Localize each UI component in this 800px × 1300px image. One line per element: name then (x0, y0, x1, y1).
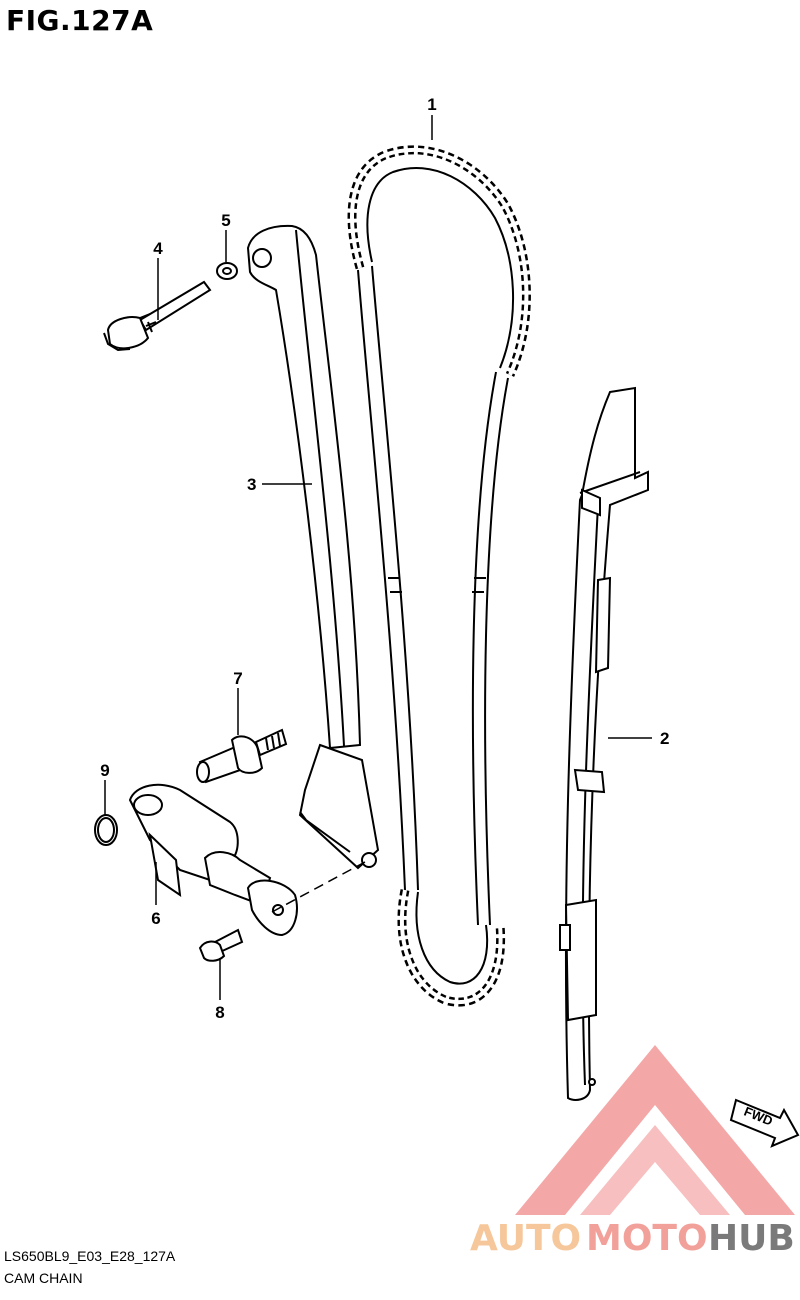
bolt-part-8 (198, 928, 244, 962)
tensioner-body-part-6 (128, 783, 298, 937)
assembly-line (271, 861, 366, 913)
callout-9: 9 (100, 761, 109, 780)
watermark-triangle (515, 1045, 795, 1215)
cam-chain-part-1 (347, 145, 531, 1007)
callout-7: 7 (233, 669, 242, 688)
circlip-part-9 (94, 814, 118, 846)
watermark-logo: AUTO MOTO HUB (470, 1045, 795, 1259)
tensioner-guide-part-3 (246, 224, 380, 870)
figure-name: CAM CHAIN (4, 1270, 83, 1286)
callout-5: 5 (221, 211, 230, 230)
watermark-auto: AUTO (470, 1218, 581, 1259)
figure-code: LS650BL9_E03_E28_127A (4, 1248, 176, 1264)
stud-part-7 (196, 728, 288, 784)
callout-6: 6 (151, 909, 160, 928)
watermark-hub: HUB (708, 1218, 795, 1259)
watermark-moto: MOTO (586, 1218, 708, 1259)
leader-lines (104, 115, 652, 1000)
chain-guide-part-2 (559, 386, 649, 1101)
fwd-direction-arrow: FWD (729, 1098, 800, 1148)
bolt-part-4 (103, 280, 212, 352)
callout-8: 8 (215, 1003, 224, 1022)
figure-title: FIG.127A (6, 4, 154, 37)
callout-4: 4 (153, 239, 163, 258)
callout-3: 3 (247, 475, 256, 494)
callout-2: 2 (660, 729, 669, 748)
callout-1: 1 (427, 95, 436, 114)
washer-part-5 (216, 262, 238, 280)
